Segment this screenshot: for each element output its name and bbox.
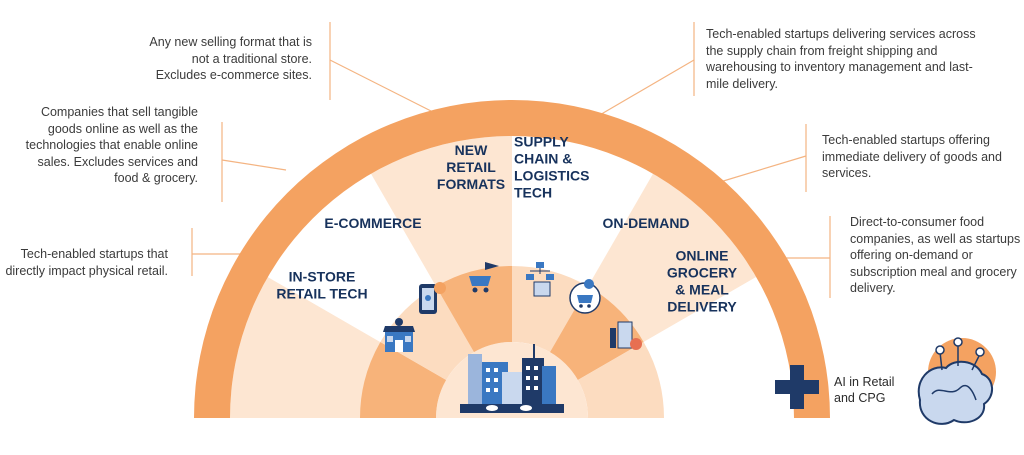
on-demand-description: Tech-enabled startups offering immediate… — [822, 133, 1002, 180]
inner-ring — [360, 266, 664, 418]
supply-chain-description: Tech-enabled startups delivering service… — [706, 27, 976, 91]
inner-ring-ecommerce — [380, 286, 474, 380]
connector-lines — [191, 22, 831, 298]
inner-ring-grocery — [577, 342, 664, 418]
mobile-shopping-icon — [419, 282, 446, 314]
ai-brain-icon — [917, 337, 996, 425]
label-ecommerce: E-COMMERCE — [324, 215, 421, 231]
storefront-icon — [383, 318, 415, 352]
plus-icon[interactable] — [775, 365, 819, 409]
label-ondemand: ON-DEMAND — [602, 215, 689, 231]
drone-cart-icon — [469, 262, 499, 293]
city-skyline-icon — [460, 344, 564, 413]
new-retail-description: Any new selling format that is not a tra… — [149, 35, 312, 82]
logistics-icon — [526, 262, 554, 297]
inner-ring-newretail — [436, 266, 512, 353]
cart-check-icon — [569, 279, 601, 314]
instore-description: Tech-enabled startups that directly impa… — [5, 247, 168, 278]
inner-ring-supplychain — [512, 266, 588, 353]
grocery-description: Direct-to-consumer food companies, as we… — [850, 215, 1021, 295]
ai-retail-legend-label: AI in Retail and CPG — [834, 375, 895, 405]
outer-arc — [194, 100, 830, 418]
ecommerce-description: Companies that sell tangible goods onlin… — [25, 105, 198, 185]
inner-ring-ondemand — [550, 286, 644, 380]
grocery-bag-icon — [610, 321, 642, 350]
inner-ring-instore — [360, 342, 447, 418]
